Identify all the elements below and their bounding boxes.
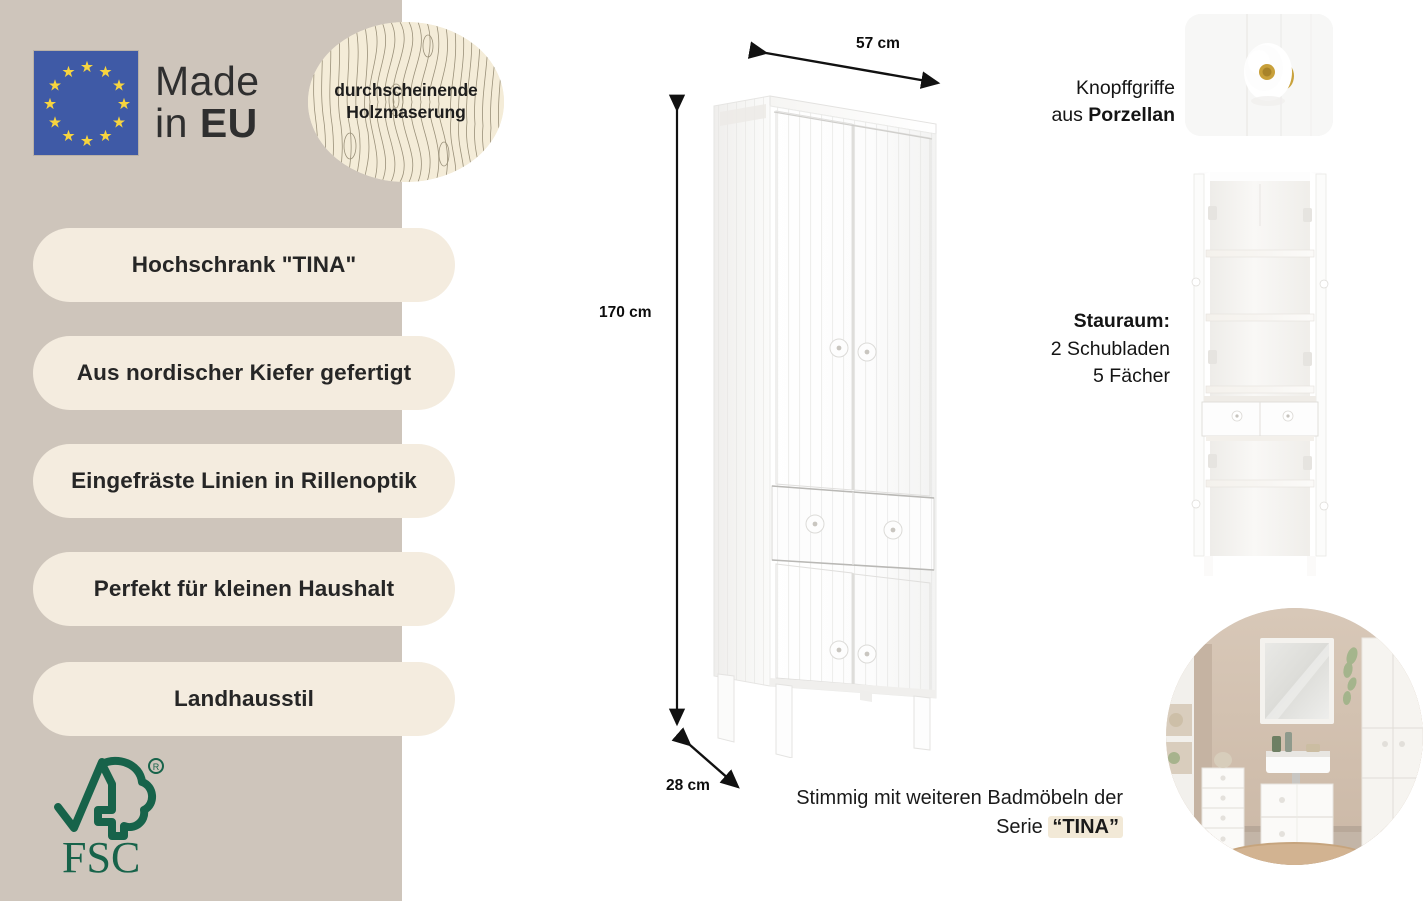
fsc-tree-checkmark-icon: R FSC xyxy=(54,756,164,877)
storage-line2: 5 Fächer xyxy=(1093,365,1170,388)
wood-badge-text: durchscheinende Holzmaserung xyxy=(334,80,478,124)
series-caption-line2: Serie “TINA” xyxy=(763,813,1123,842)
knob-description: Knopffgriffe aus Porzellan xyxy=(1010,75,1175,129)
wood-grain-icon xyxy=(308,22,504,182)
wood-badge-line2: Holzmaserung xyxy=(346,102,466,122)
fsc-label: FSC xyxy=(62,833,140,877)
knob xyxy=(883,520,903,540)
knob-line2: aus Porzellan xyxy=(1010,102,1175,129)
knob xyxy=(829,640,849,660)
wood-grain-badge: durchscheinende Holzmaserung xyxy=(308,22,504,182)
feature-pill-2: Aus nordischer Kiefer gefertigt xyxy=(33,336,455,410)
feature-pill-4-label: Perfekt für kleinen Haushalt xyxy=(93,576,395,601)
made-in-eu-label: Made in EU xyxy=(155,58,260,146)
series-prefix: Serie xyxy=(996,816,1049,838)
series-caption: Stimmig mit weiteren Badmöbeln der Serie… xyxy=(763,784,1123,842)
in-eu-label: in EU xyxy=(155,100,260,146)
storage-description: Stauraum: 2 Schubladen 5 Fächer xyxy=(970,308,1170,391)
made-in-eu-badge: Made in EU xyxy=(33,50,260,156)
feature-pill-5-label: Landhausstil xyxy=(174,686,314,711)
open-cabinet-icon xyxy=(1180,164,1340,576)
in-prefix: in xyxy=(155,100,200,146)
knob xyxy=(857,342,877,362)
made-label: Made xyxy=(155,58,260,105)
svg-text:R: R xyxy=(153,762,160,772)
feature-pill-4: Perfekt für kleinen Haushalt xyxy=(33,552,455,626)
dimension-height-label: 170 cm xyxy=(599,304,652,321)
eu-flag-icon xyxy=(33,50,139,156)
eu-strong: EU xyxy=(199,100,258,146)
storage-line1: 2 Schubladen xyxy=(1050,337,1170,360)
knob-line1: Knopffgriffe xyxy=(1075,77,1175,99)
storage-heading: Stauraum: xyxy=(1073,310,1170,332)
feature-pill-3: Eingefräste Linien in Rillenoptik xyxy=(33,444,455,518)
dimension-width-label: 57 cm xyxy=(856,35,900,52)
dimension-depth-label: 28 cm xyxy=(666,777,710,794)
feature-pill-3-label: Eingefräste Linien in Rillenoptik xyxy=(71,468,417,493)
feature-pill-2-label: Aus nordischer Kiefer gefertigt xyxy=(76,360,412,385)
eu-stars-icon xyxy=(43,60,131,147)
knob xyxy=(829,338,849,358)
feature-pill-5: Landhausstil xyxy=(33,662,455,736)
fsc-logo: R FSC xyxy=(46,752,176,877)
knob-prefix: aus xyxy=(1051,103,1089,126)
feature-pill-1-label: Hochschrank "TINA" xyxy=(131,252,357,277)
knob xyxy=(857,644,877,664)
bathroom-scene-photo xyxy=(1166,608,1423,865)
tall-cabinet-closed-icon xyxy=(700,78,965,759)
series-caption-line1: Stimmig mit weiteren Badmöbeln der xyxy=(796,787,1123,809)
porcelain-knob-photo xyxy=(1185,14,1333,136)
feature-pill-1: Hochschrank "TINA" xyxy=(33,228,455,302)
knob xyxy=(805,514,825,534)
wood-badge-line1: durchscheinende xyxy=(334,80,478,101)
knob-material: Porzellan xyxy=(1088,103,1175,126)
series-name-highlight: “TINA” xyxy=(1048,816,1123,838)
